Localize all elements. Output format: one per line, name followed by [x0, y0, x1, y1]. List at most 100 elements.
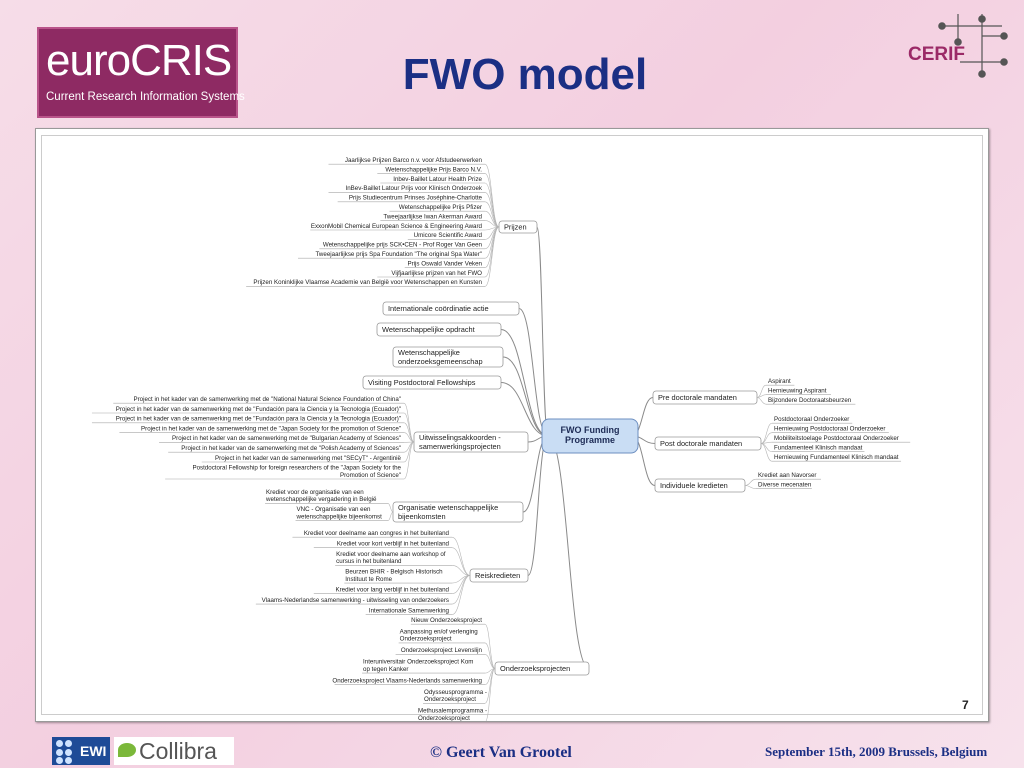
branch-connector — [547, 435, 590, 669]
leaf-label: Onderzoeksproject Vlaams-Nederlands same… — [332, 677, 482, 684]
leaf-label: Hernieuwing Postdoctoraal Onderzoeker — [774, 426, 885, 433]
branch-node: Prijzen — [498, 220, 538, 234]
branch-node: Individuele kredieten — [654, 478, 746, 493]
leaf-label: Project in het kader van de samenwerking… — [172, 435, 401, 442]
branch-label: Post doctorale mandaten — [660, 439, 742, 448]
leaf-label: Vlaams-Nederlandse samenwerking - uitwis… — [262, 597, 449, 604]
leaf-label: Postdoctoral Fellowship for foreign rese… — [192, 465, 401, 479]
leaf-label: Aspirant — [768, 378, 791, 385]
branch-label: Prijzen — [504, 223, 527, 232]
leaf-label: Vijfjaarlijkse prijzen van het FWO — [391, 270, 482, 277]
branch-connector — [527, 435, 549, 576]
leaf-item: Mobiliteitstoelage Postdoctoraal Onderzo… — [760, 435, 911, 444]
leaf-label: Diverse mecenaten — [758, 482, 812, 489]
branch-label: Visiting Postdoctoral Fellowships — [368, 378, 476, 387]
collibra-label: Collibra — [139, 738, 217, 764]
leaf-item: Postdoctoral Fellowship for foreign rese… — [165, 441, 415, 480]
leaf-label: Project in het kader van de samenwerking… — [116, 406, 401, 413]
leaf-label: Internationale Samenwerking — [369, 607, 450, 614]
leaf-item: Onderzoeksproject Levenslijn — [395, 647, 496, 669]
leaf-label: Project in het kader van de samenwerking… — [215, 455, 402, 462]
leaf-label: Mobiliteitstoelage Postdoctoraal Onderzo… — [774, 435, 899, 442]
branch-node: Internationale coördinatie actie — [382, 301, 520, 316]
slide-title: FWO model — [402, 50, 648, 99]
branch-node: Uitwisselingsakkoorden -samenwerkingspro… — [413, 431, 529, 453]
branch-node: Reiskredieten — [469, 568, 529, 583]
branch-node: Post doctorale mandaten — [654, 436, 762, 451]
leaf-item: Onderzoeksproject Vlaams-Nederlands same… — [332, 668, 496, 685]
leaf-icon — [118, 743, 136, 757]
leaf-label: Hernieuwing Aspirant — [768, 388, 827, 395]
cerif-label: CERIF — [908, 44, 965, 65]
branch-node: Wetenschappelijke opdracht — [376, 322, 502, 337]
leaf-label: Prijs Oswald Vander Veken — [407, 260, 482, 267]
leaf-label: Jaarlijkse Prijzen Barco n.v. voor Afstu… — [345, 157, 483, 164]
leaf-item: Krediet voor deelname aan congres in het… — [292, 530, 471, 576]
leaf-item: Project in het kader van de samenwerking… — [159, 435, 415, 443]
leaf-item: Prijzen Koninklijke Vlaamse Academie van… — [246, 226, 500, 287]
leaf-label: Tweejaarlijkse Iwan Akerman Award — [383, 213, 482, 220]
leaf-item: Methusalemprogramma -Onderzoeksproject — [418, 668, 496, 721]
leaf-item: Krediet voor kort verblijf in het buiten… — [313, 541, 471, 576]
leaf-label: Nieuw Onderzoeksproject — [411, 617, 482, 624]
branch-label: Wetenschappelijke opdracht — [382, 325, 475, 334]
leaf-label: Wetenschappelijke Prijs Pfizer — [399, 204, 482, 211]
leaf-label: Wetenschappelijke prijs SCK•CEN - Prof R… — [323, 242, 483, 249]
leaf-item: Hernieuwing Fundamenteel Klinisch mandaa… — [760, 443, 902, 462]
leaf-item: Bijzondere Doctoraatsbeurzen — [756, 397, 856, 405]
mindmap-inner-border — [41, 135, 983, 715]
footer-logos: EWI Collibra — [52, 737, 234, 767]
leaf-label: Odysseusprogramma -Onderzoeksproject — [424, 689, 487, 703]
branch-connector — [500, 382, 549, 437]
leaf-label: Postdoctoraal Onderzoeker — [774, 416, 849, 423]
leaf-label: Methusalemprogramma -Onderzoeksproject — [418, 708, 487, 721]
copyright-text: © Geert Van Grootel — [430, 744, 572, 761]
ewi-label: EWI — [80, 743, 107, 759]
cerif-logo: CERIF — [900, 14, 1012, 84]
collibra-logo: Collibra — [114, 737, 234, 765]
cerif-graph-icon — [938, 14, 1008, 78]
branch-node: Visiting Postdoctoral Fellowships — [362, 375, 502, 390]
branch-node: Pre doctorale mandaten — [652, 390, 758, 405]
leaf-label: Prijzen Koninklijke Vlaamse Academie van… — [253, 279, 482, 286]
leaf-label: Krediet aan Navorser — [758, 472, 816, 479]
leaf-label: Krediet voor lang verblijf in het buiten… — [335, 586, 449, 593]
leaf-label: Inbev-Baillet Latour Health Prize — [393, 176, 482, 183]
leaf-label: Fundamenteel Klinisch mandaat — [774, 445, 863, 452]
leaf-label: Wetenschappelijke Prijs Barco N.V. — [385, 166, 482, 173]
leaf-item: Nieuw Onderzoeksproject — [410, 617, 496, 669]
logo-sub-text: Current Research Information Systems — [46, 91, 245, 103]
date-location-text: September 15th, 2009 Brussels, Belgium — [765, 744, 988, 759]
leaf-label: Hernieuwing Fundamenteel Klinisch mandaa… — [774, 454, 899, 461]
branch-node: Onderzoeksprojecten — [494, 661, 590, 676]
leaf-label: Tweejaarlijkse prijs Spa Foundation "The… — [316, 251, 483, 258]
branch-connector — [500, 329, 549, 437]
leaf-label: Umicore Scientific Award — [414, 232, 483, 239]
branch-label: Pre doctorale mandaten — [658, 393, 737, 402]
branch-label: Reiskredieten — [475, 571, 520, 580]
leaf-item: Odysseusprogramma -Onderzoeksproject — [423, 668, 496, 704]
leaf-label: Project in het kader van de samenwerking… — [116, 416, 401, 423]
logo-main-text: euroCRIS — [46, 36, 232, 85]
leaf-label: Project in het kader van de samenwerking… — [181, 445, 401, 452]
